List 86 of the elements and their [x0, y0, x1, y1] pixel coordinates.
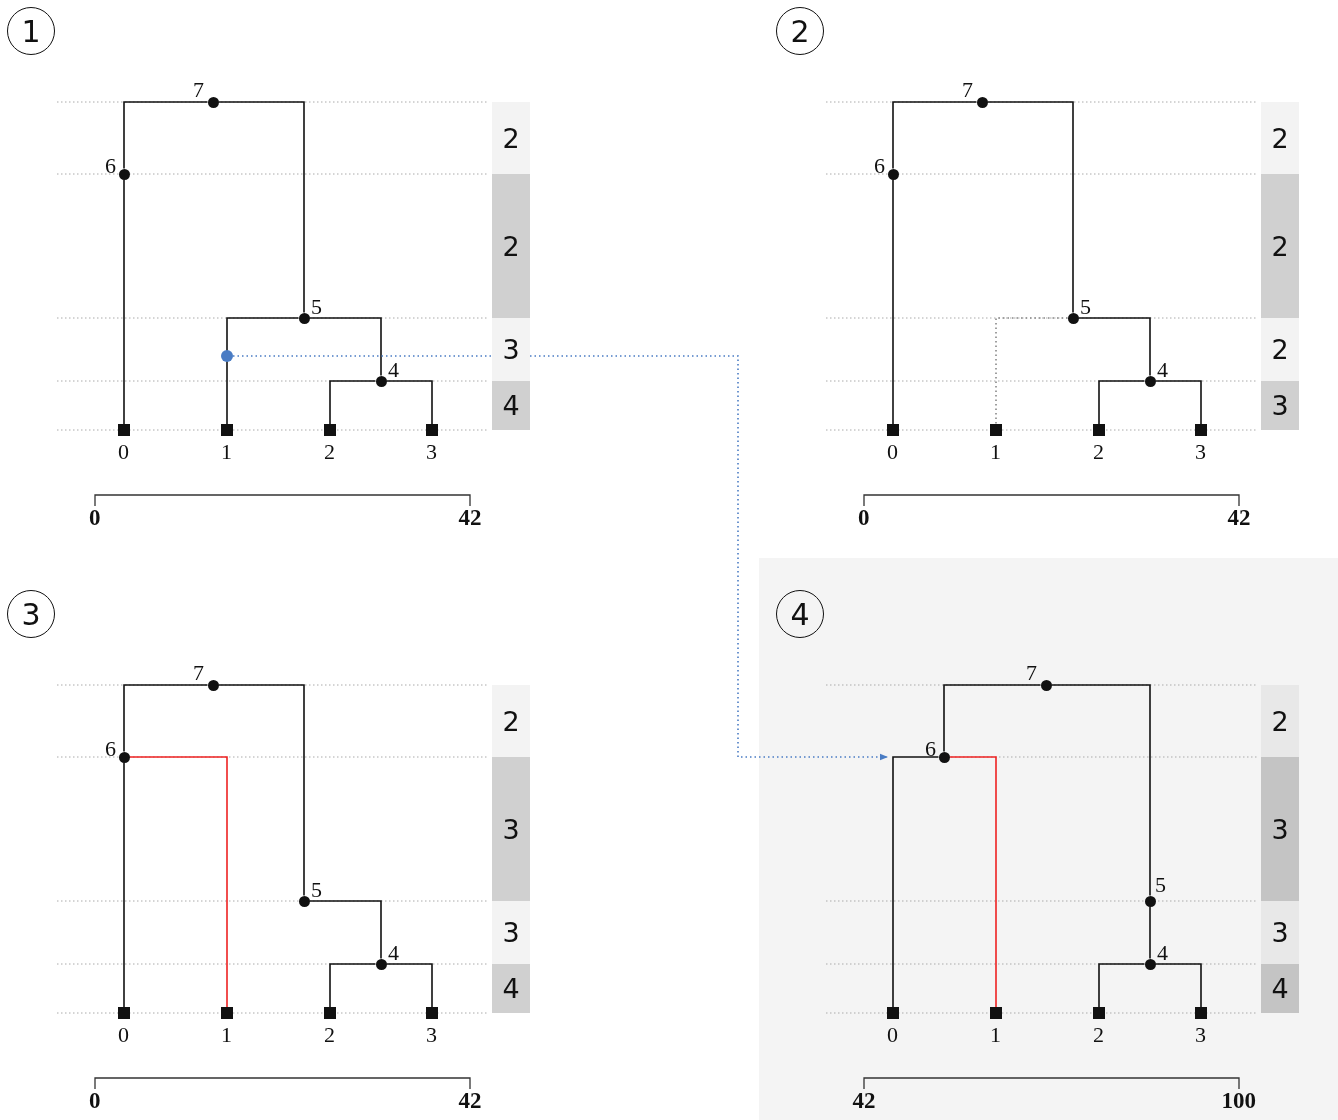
node-number: 6: [874, 156, 885, 176]
branch-line: [308, 900, 382, 960]
node-number: 2: [324, 442, 335, 462]
count-cell: 2: [1261, 102, 1299, 174]
node-number: 4: [1157, 360, 1168, 380]
branch-line: [986, 101, 1074, 314]
node-number: 6: [105, 156, 116, 176]
branch-line: [123, 761, 125, 1008]
node-number: 3: [1195, 442, 1206, 462]
branch-line: [892, 178, 894, 425]
selection-dot: [221, 350, 233, 362]
branch-line: [943, 684, 1042, 753]
node-number: 6: [925, 739, 936, 759]
count-cell: 3: [1261, 901, 1299, 964]
count-cell: 2: [1261, 318, 1299, 381]
node-number: 1: [990, 442, 1001, 462]
node-number: 7: [193, 80, 204, 100]
count-cell: 2: [492, 174, 530, 318]
node-number: 0: [118, 1025, 129, 1045]
branch-line: [329, 380, 377, 425]
node-number: 0: [887, 442, 898, 462]
node-number: 4: [1157, 943, 1168, 963]
node-number: 7: [1026, 663, 1037, 683]
branch-line: [217, 684, 305, 897]
count-cell: 4: [1261, 964, 1299, 1013]
branch-line: [892, 756, 940, 1008]
branch-line: [123, 101, 209, 170]
node-number: 4: [388, 943, 399, 963]
node-number: 2: [324, 1025, 335, 1045]
branch-line: [1098, 963, 1146, 1008]
count-cell: 3: [492, 318, 530, 381]
count-cell: 2: [492, 685, 530, 757]
arrow: [232, 355, 889, 761]
node-number: 0: [118, 442, 129, 462]
branch-line: [329, 963, 377, 1008]
count-cell: 2: [1261, 685, 1299, 757]
node-number: 5: [311, 297, 322, 317]
node-number: 2: [1093, 442, 1104, 462]
branch-line: [128, 756, 228, 1008]
node-number: 1: [221, 1025, 232, 1045]
node-number: 3: [1195, 1025, 1206, 1045]
branch-line: [1050, 684, 1151, 897]
branch-line: [308, 317, 382, 377]
scale-label: 42: [458, 506, 482, 530]
node-number: 6: [105, 739, 116, 759]
count-cell: 3: [492, 757, 530, 901]
dotted-branch: [995, 317, 1069, 425]
node-number: 5: [1080, 297, 1091, 317]
branch-line: [385, 963, 433, 1008]
count-cell: 4: [492, 381, 530, 430]
branch-line: [1154, 380, 1202, 425]
count-cell: 3: [492, 901, 530, 964]
branch-line: [385, 380, 433, 425]
branch-line: [123, 178, 125, 425]
node-number: 3: [426, 1025, 437, 1045]
branch-line: [1077, 317, 1151, 377]
scale-label: 42: [458, 1089, 482, 1113]
node-number: 2: [1093, 1025, 1104, 1045]
count-cell: 3: [1261, 381, 1299, 430]
scale-label: 0: [858, 506, 870, 530]
scale-label: 42: [852, 1089, 876, 1113]
branch-line: [217, 101, 305, 314]
branch-line: [226, 317, 300, 425]
count-cell: 2: [492, 102, 530, 174]
node-number: 0: [887, 1025, 898, 1045]
scale-label: 42: [1227, 506, 1251, 530]
branch-line: [1149, 905, 1151, 960]
branch-line: [1154, 963, 1202, 1008]
node-number: 5: [1155, 875, 1166, 895]
node-number: 3: [426, 442, 437, 462]
branch-line: [892, 101, 978, 170]
count-cell: 3: [1261, 757, 1299, 901]
branch-line: [948, 756, 997, 1008]
scale-label: 0: [89, 1089, 101, 1113]
node-number: 7: [962, 80, 973, 100]
node-number: 7: [193, 663, 204, 683]
branch-line: [1098, 380, 1146, 425]
scale-label: 100: [1221, 1089, 1256, 1113]
node-number: 5: [311, 880, 322, 900]
node-number: 1: [221, 442, 232, 462]
node-number: 1: [990, 1025, 1001, 1045]
count-cell: 4: [492, 964, 530, 1013]
count-cell: 2: [1261, 174, 1299, 318]
node-number: 4: [388, 360, 399, 380]
scale-label: 0: [89, 506, 101, 530]
branch-line: [123, 684, 209, 753]
